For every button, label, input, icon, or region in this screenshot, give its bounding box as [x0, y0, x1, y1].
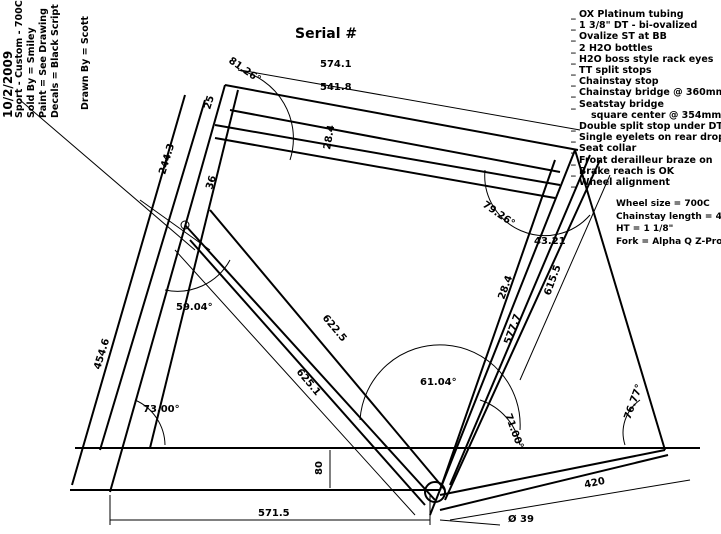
dim-bb-drop: 80	[314, 461, 325, 475]
dim-chainstay: 420	[583, 476, 606, 491]
arc-seat	[479, 399, 521, 446]
head-tube-line	[109, 84, 226, 493]
note-item: _ 2 H2O bottles	[571, 42, 653, 54]
note-item: _ Single eyelets on rear dropout	[571, 132, 721, 144]
note-item: _ Seatstay bridge	[571, 98, 664, 110]
seat-tube	[429, 149, 576, 516]
arc-rear	[622, 399, 641, 446]
paint: Paint = See Drawing	[38, 8, 49, 118]
dim-line	[519, 174, 611, 381]
note-item: _ Front derailleur braze on	[571, 154, 713, 166]
arc-ht-tt	[237, 69, 294, 161]
angle-ht-tt: 81.26°	[226, 55, 262, 85]
angle-head: 73.00°	[143, 404, 180, 415]
angle-rear: 76.77°	[622, 383, 645, 421]
fork-line	[71, 94, 186, 486]
dim-line	[139, 199, 211, 251]
head-tube-line	[149, 89, 239, 449]
dim-line	[19, 99, 196, 251]
arc-st-tt	[484, 169, 591, 237]
dim-line	[174, 249, 416, 516]
down-tube-line	[184, 224, 436, 501]
dim-bb-dia: Ø 39	[508, 513, 534, 525]
spec-item: Wheel size = 700C	[616, 199, 710, 209]
serial-label: Serial #	[295, 26, 358, 42]
arc-head	[134, 399, 166, 446]
note-item: square center @ 354mm	[591, 109, 721, 121]
dim-st-a: 577.7	[502, 313, 523, 347]
note-item: _ Chainstay stop	[571, 76, 659, 88]
dim-front-center: 571.5	[258, 508, 290, 519]
spec-item: Chainstay length = 420	[616, 211, 721, 222]
chain-stay-line	[439, 454, 669, 511]
order-info: 10/2/2009 Sport - Custom - 700C Sold By …	[1, 0, 62, 118]
sold-by: Sold By = Smiley	[26, 27, 37, 118]
note-item: _ TT split stops	[571, 65, 652, 77]
spec-item: HT = 1 1/8"	[616, 224, 674, 234]
bb-shell	[424, 481, 446, 503]
down-tube	[209, 209, 446, 491]
angle-seat: 71.00°	[502, 412, 525, 450]
note-item: _ Double split stop under DT	[571, 121, 721, 133]
frame-specs: Wheel size = 700C Chainstay length = 420…	[616, 198, 721, 248]
angle-dt-st: 61.04°	[420, 377, 457, 388]
note-item: _ Brake reach is OK	[571, 165, 675, 177]
top-tube	[224, 84, 579, 151]
note-item: _ Chainstay bridge @ 360mm	[571, 87, 721, 99]
dim-ht-offset: 36	[204, 174, 219, 191]
angle-st-tt: 79.26°	[480, 199, 516, 229]
note-item: _ 1 3/8" DT - bi-ovalized	[571, 20, 698, 32]
drawn-by: Drawn By = Scott	[80, 16, 91, 110]
head-tube-line	[99, 99, 206, 451]
top-tube-line	[229, 109, 561, 173]
arc-dt-st	[359, 344, 521, 431]
date: 10/2/2009	[1, 50, 15, 118]
chain-stay	[439, 449, 666, 496]
dim-st-offset: 43.21	[534, 236, 566, 247]
dim-dt-a: 622.5	[320, 313, 349, 344]
ht-dt-junction	[180, 220, 190, 230]
spec-item: Fork = Alpha Q Z-Pro	[616, 236, 721, 247]
arc-ht-dt	[164, 259, 231, 292]
angle-ht-dt: 59.04°	[176, 302, 213, 313]
dim-ht-top: 25	[202, 94, 217, 111]
dim-tt-effective: 574.1	[320, 59, 352, 70]
top-tube-line	[214, 124, 561, 186]
seat-tube-line	[439, 159, 556, 491]
seat-stay	[574, 149, 666, 451]
top-tube-line	[214, 137, 556, 199]
dim-ht-length: 244.3	[157, 142, 177, 176]
seat-tube-line	[444, 159, 601, 501]
note-item: _ Seat collar	[571, 143, 637, 155]
dim-line	[449, 479, 691, 521]
model: Sport - Custom - 700C	[14, 0, 25, 118]
decals: Decals = Black Script	[50, 4, 61, 118]
dim-leader	[439, 519, 501, 526]
note-item: _ Wheel alignment	[571, 177, 670, 189]
build-notes: _ OX Platinum tubing _ 1 3/8" DT - bi-ov…	[571, 9, 721, 188]
dim-tt-dia: 28.4	[322, 124, 337, 150]
down-tube-line	[189, 239, 426, 506]
dim-st-dia: 28.4	[496, 274, 515, 301]
note-item: _ OX Platinum tubing	[571, 9, 684, 20]
note-item: _ H2O boss style rack eyes	[571, 53, 714, 65]
note-item: _ Ovalize ST at BB	[571, 31, 667, 43]
seat-tube-line	[449, 154, 591, 486]
dim-line	[239, 69, 581, 131]
dim-tt-actual: 541.8	[320, 82, 352, 93]
